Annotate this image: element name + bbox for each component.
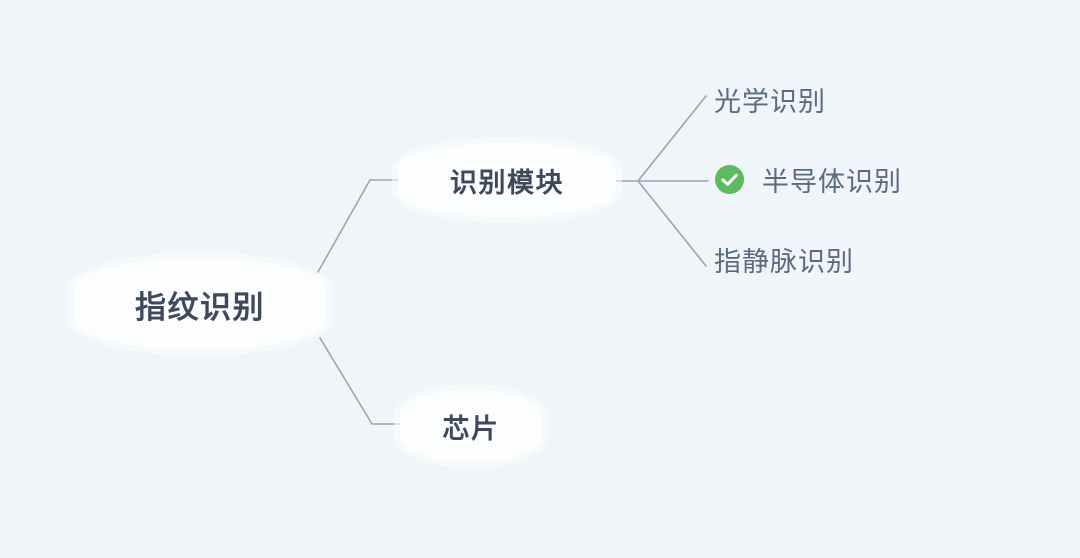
mindmap-leaf-optical-label: 光学识别 (714, 87, 826, 117)
mindmap-leaf-vein-label: 指静脉识别 (714, 247, 854, 277)
mindmap-leaf-semiconductor-label: 半导体识别 (762, 167, 902, 197)
mindmap-node-chip[interactable]: 芯片 (400, 390, 542, 462)
edge-branch-to-optical (637, 95, 707, 182)
edge-root-to-branch (317, 179, 401, 273)
mindmap-node-root[interactable]: 指纹识别 (74, 258, 326, 350)
mindmap-leaf-optical[interactable]: 光学识别 (714, 80, 826, 119)
edge-branch-to-vein (637, 180, 707, 267)
mindmap-leaf-semiconductor[interactable]: 半导体识别 (714, 160, 902, 199)
mindmap-leaf-vein[interactable]: 指静脉识别 (714, 240, 854, 279)
mindmap-node-recognition-module[interactable]: 识别模块 (398, 143, 616, 217)
edge-root-to-chip (319, 337, 403, 425)
check-circle-icon (714, 164, 745, 195)
